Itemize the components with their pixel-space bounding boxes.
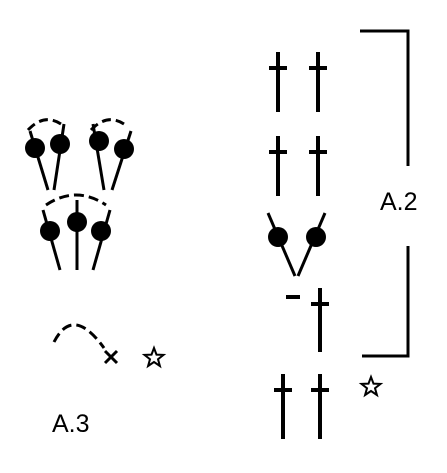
star-icon <box>141 345 167 369</box>
chart-a2 <box>266 29 410 439</box>
repeat-bracket <box>360 29 410 358</box>
x-icon <box>103 349 119 365</box>
treble-cluster-icon <box>89 118 134 191</box>
chart-a3 <box>25 118 167 369</box>
star-icon <box>358 374 384 398</box>
chart-a3-label: A.3 <box>52 410 90 438</box>
double-crochet-icon <box>311 374 329 439</box>
double-crochet-icon <box>309 52 327 112</box>
double-crochet-icon <box>269 52 287 112</box>
double-crochet-icon <box>311 288 329 352</box>
treble-cluster-icon <box>40 193 112 271</box>
chain-arc-icon <box>52 323 106 349</box>
treble-cluster-icon <box>25 118 70 191</box>
chart-a2-label: A.2 <box>380 188 418 216</box>
double-crochet-icon <box>274 374 292 439</box>
double-crochet-icon <box>269 136 287 196</box>
treble-cluster-icon <box>266 212 327 277</box>
double-crochet-icon <box>309 136 327 196</box>
